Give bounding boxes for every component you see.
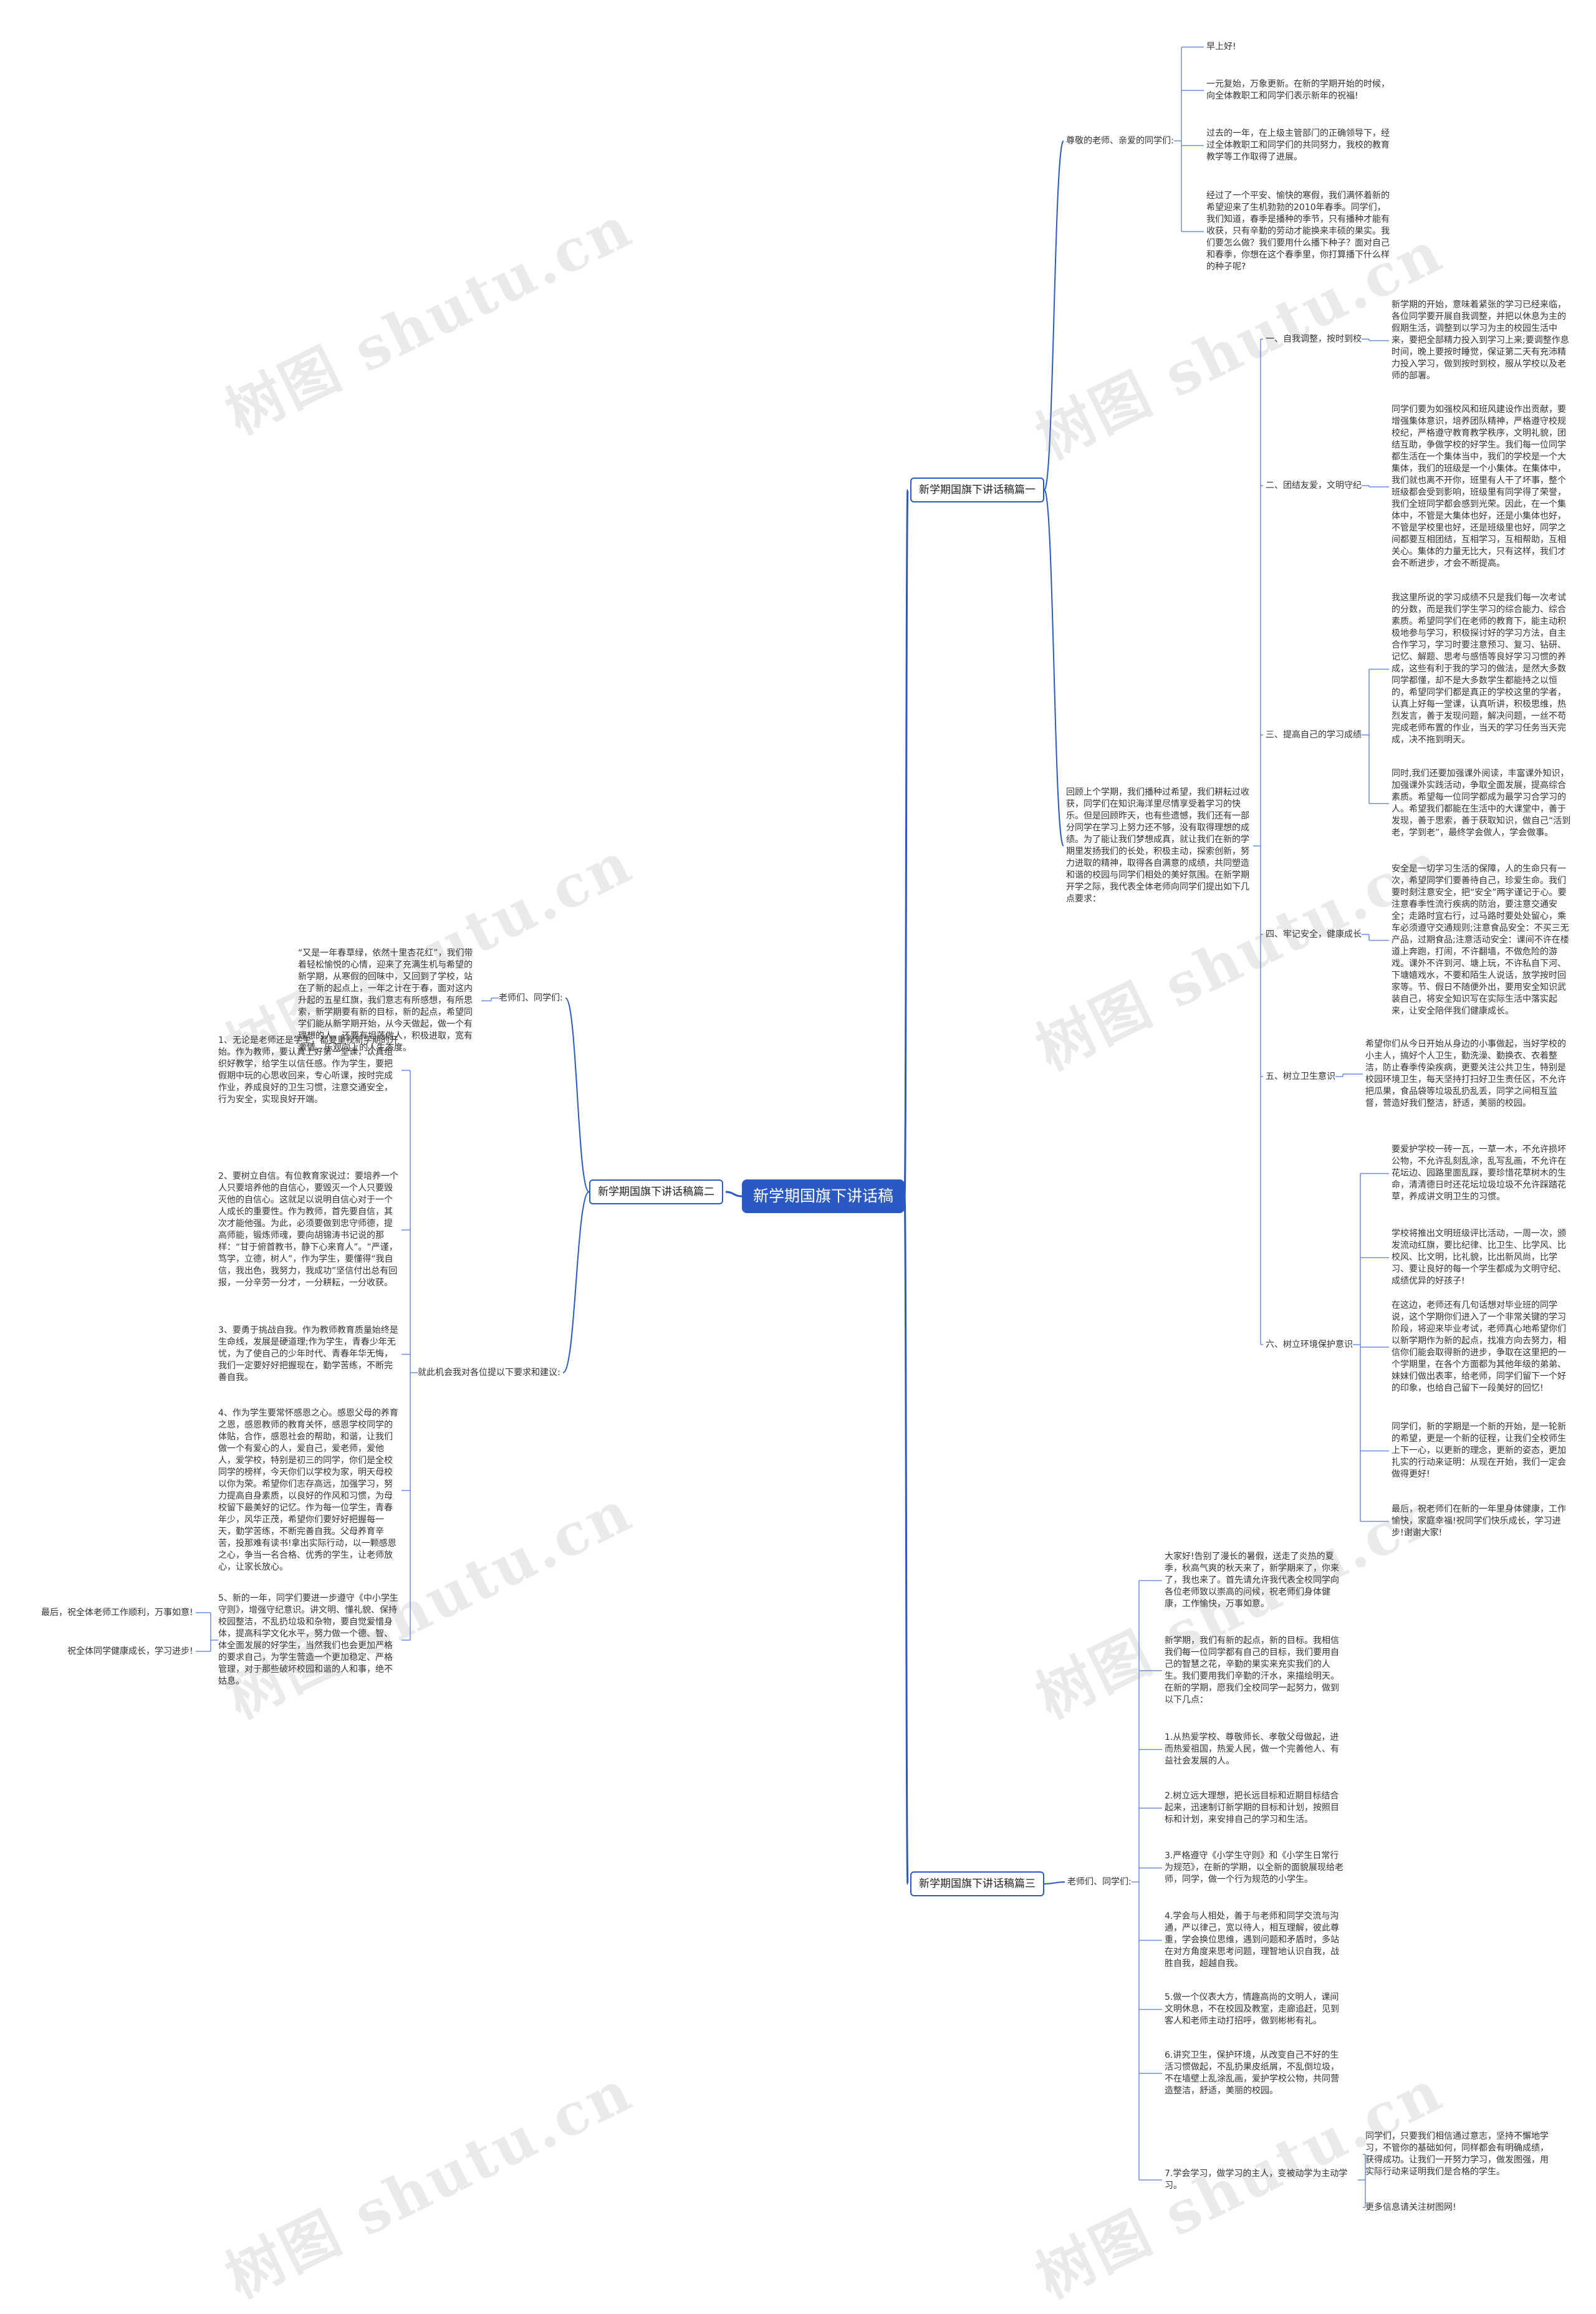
- b1-section-4-text[interactable]: 安全是一切学习生活的保障，人的生命只有一次，希望同学们要善待自己，珍爱生命。我们…: [1392, 864, 1569, 1016]
- b3-para[interactable]: 6.讲究卫生，保护环境，从改变自己不好的生活习惯做起，不乱扔果皮纸屑，不乱倒垃圾…: [1165, 2050, 1339, 2096]
- b2-requirements-title[interactable]: 就此机会我对各位提以下要求和建议:: [418, 1368, 560, 1378]
- b3-para[interactable]: 更多信息请关注树图网!: [1365, 2202, 1456, 2212]
- mind-map-canvas: 树图 shutu.cn 树图 shutu.cn 树图 shutu.cn 树图 s…: [41, 42, 1571, 2311]
- connector: [1044, 140, 1064, 491]
- b1-section-6-text[interactable]: 要爱护学校一砖一瓦，一草一木，不允许损坏公物，不允许乱刻乱涂，乱写乱画，不允许在…: [1392, 1145, 1566, 1202]
- b1-section-2[interactable]: 二、团结友爱，文明守纪: [1266, 481, 1362, 491]
- b1-section-2-text[interactable]: 同学们要为如强校风和班风建设作出贡献，要增强集体意识，培养团队精神，严格遵守校规…: [1392, 405, 1566, 569]
- b2-requirement[interactable]: 2、要树立自信。有位教育家说过：要培养一个人只要培养他的自信心，要毁灭一个人只要…: [218, 1171, 398, 1288]
- b1-greeting[interactable]: 尊敬的老师、亲爱的同学们:: [1066, 136, 1174, 146]
- branch-2-title[interactable]: 新学期国旗下讲话稿篇二: [589, 1179, 723, 1204]
- b3-greeting[interactable]: 老师们、同学们:: [1067, 1877, 1132, 1887]
- b1-section-4[interactable]: 四、牢记安全，健康成长: [1266, 929, 1362, 939]
- connector-lines: [196, 46, 1389, 2208]
- connector: [565, 997, 590, 1193]
- connector: [903, 1195, 909, 1885]
- b3-para[interactable]: 同学们，只要我们相信通过意志，坚持不懈地学习，不管你的基础如何，同样都会有明确成…: [1365, 2131, 1549, 2177]
- connector: [1044, 1881, 1065, 1884]
- b1-para[interactable]: 经过了一个平安、愉快的寒假，我们满怀着新的希望迎来了生机勃勃的2010年春季。同…: [1206, 191, 1390, 272]
- b1-section-1-text[interactable]: 新学期的开始，意味着紧张的学习已经来临，各位同学要开展自我调整，并把以休息为主的…: [1392, 300, 1569, 381]
- b2-ending[interactable]: 祝全体同学健康成长，学习进步!: [67, 1646, 193, 1656]
- b1-section-6-text[interactable]: 最后，祝老师们在新的一年里身体健康，工作愉快，家庭幸福!祝同学们快乐成长，学习进…: [1392, 1504, 1566, 1538]
- connector: [1044, 489, 1064, 847]
- b2-requirement[interactable]: 3、要勇于挑战自我。作为教师教育质量始终是生命线，发展是硬道理;作为学生，青春少…: [218, 1325, 398, 1383]
- connector: [725, 1191, 743, 1198]
- b1-section-3-text[interactable]: 我这里所说的学习成绩不只是我们每一次考试的分数，而是我们学生学习的综合能力、综合…: [1392, 593, 1566, 745]
- b1-para[interactable]: 过去的一年，在上级主管部门的正确领导下，经过全体教职工和同学们的共同努力，我校的…: [1206, 128, 1390, 162]
- b1-section-5[interactable]: 五、树立卫生意识: [1266, 1072, 1335, 1082]
- b3-para[interactable]: 新学期，我们有新的起点，新的目标。我相信我们每一位同学都有自己的目标，我们要用自…: [1165, 1636, 1339, 1705]
- branch-1-title[interactable]: 新学期国旗下讲话稿篇一: [910, 478, 1044, 502]
- b3-para[interactable]: 5.做一个仪表大方，情趣高尚的文明人，课间文明休息，不在校园及教室，走廊追赶，见…: [1165, 1992, 1339, 2026]
- b2-opening[interactable]: “又是一年春草绿，依然十里杏花红”，我们带着轻松愉悦的心情，迎来了充满生机与希望…: [298, 948, 473, 1053]
- b1-section-3-text[interactable]: 同时,我们还要加强课外阅读，丰富课外知识，加强课外实践活动，争取全面发展，提高综…: [1392, 769, 1571, 838]
- b1-section-6-text[interactable]: 在这边，老师还有几句话想对毕业班的同学说，这个学期你们进入了一个非常关键的学习阶…: [1392, 1300, 1566, 1393]
- root-topic[interactable]: 新学期国旗下讲话稿: [742, 1179, 905, 1213]
- b1-section-5-text[interactable]: 希望你们从今日开始从身边的小事做起，当好学校的小主人，搞好个人卫生，勤洗澡、勤换…: [1365, 1039, 1566, 1108]
- b2-requirement[interactable]: 5、新的一年，同学们要进一步遵守《中小学生守则》，增强守纪意识。讲文明、懂礼貌、…: [218, 1593, 398, 1686]
- b1-section-1[interactable]: 一、自我调整，按时到校: [1266, 334, 1362, 344]
- b1-section-6-text[interactable]: 同学们，新的学期是一个新的开始，是一轮新的希望，更是一个新的征程，让我们全校师生…: [1392, 1422, 1566, 1479]
- b3-para[interactable]: 3.严格遵守《小学生守则》和《小学生日常行为规范》，在新的学期，以全新的面貌展现…: [1165, 1851, 1344, 1884]
- b1-para[interactable]: 早上好!: [1206, 42, 1236, 52]
- b3-para[interactable]: 1.从热爱学校、尊敬师长、孝敬父母做起，进而热爱祖国，热爱人民，做一个完善他人、…: [1165, 1732, 1339, 1766]
- b1-section-6-text[interactable]: 学校将推出文明班级评比活动，一周一次，颁发流动红旗，要比纪律、比卫生、比学风、比…: [1392, 1229, 1566, 1286]
- branch-3-title[interactable]: 新学期国旗下讲话稿篇三: [910, 1871, 1044, 1896]
- b1-section-6[interactable]: 六、树立环境保护意识: [1266, 1340, 1353, 1350]
- b2-requirement[interactable]: 1、无论是老师还是学生，都要重视新学期的开始。作为教师，要认真上好第一堂课，认真…: [218, 1035, 398, 1105]
- connector: [562, 1191, 590, 1373]
- b1-section-3[interactable]: 三、提高自己的学习成绩: [1266, 730, 1362, 740]
- b3-para[interactable]: 2.树立远大理想，把长远目标和近期目标结合起来，迅速制订新学期的目标和计划，按照…: [1165, 1791, 1339, 1825]
- b3-para[interactable]: 7.学会学习，做学习的主人，变被动学为主动学习。: [1165, 2169, 1348, 2191]
- connector: [903, 489, 909, 1198]
- b1-intro[interactable]: 回顾上个学期，我们播种过希望，我们耕耘过收获，同学们在知识海洋里尽情享受着学习的…: [1066, 787, 1249, 904]
- b2-requirement[interactable]: 4、作为学生要常怀感恩之心。感恩父母的养育之恩，感恩教师的教育关怀，感恩学校同学…: [218, 1408, 398, 1572]
- b3-para[interactable]: 大家好!告别了漫长的暑假，送走了炎热的夏季，秋高气爽的秋天来了，新学期来了，你来…: [1165, 1552, 1339, 1609]
- b2-ending[interactable]: 最后，祝全体老师工作顺利，万事如意!: [41, 1608, 193, 1618]
- b2-greeting[interactable]: 老师们、同学们:: [499, 993, 563, 1003]
- b1-para[interactable]: 一元复始，万象更新。在新的学期开始的时候，向全体教职工和同学们表示新年的祝福!: [1206, 79, 1390, 101]
- b3-para[interactable]: 4.学会与人相处，善于与老师和同学交流与沟通，严以律己，宽以待人，相互理解，彼此…: [1165, 1911, 1339, 1969]
